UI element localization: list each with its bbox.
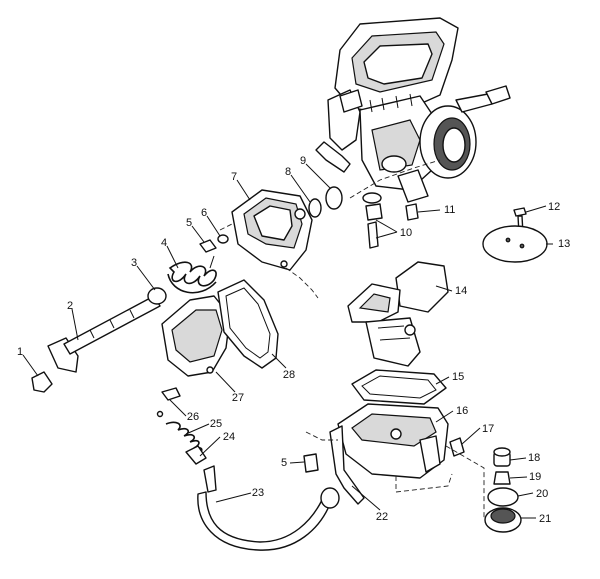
callout-17: 17 (482, 423, 494, 435)
throttle-shaft-2 (47, 295, 161, 373)
callout-28: 28 (283, 369, 295, 381)
callout-25: 25 (210, 418, 222, 430)
knob-1 (31, 371, 53, 393)
callout-1: 1 (17, 346, 23, 358)
bowl-plug-21 (484, 507, 522, 533)
callout-2: 2 (67, 300, 73, 312)
alignment-lines (219, 159, 485, 520)
washer-3 (147, 287, 167, 305)
callout-19: 19 (529, 471, 541, 483)
callout-3: 3 (131, 257, 137, 269)
callout-5: 5 (186, 217, 192, 229)
float-bowl-16 (337, 403, 449, 479)
o-ring-20 (487, 487, 519, 507)
jet-19 (493, 471, 511, 485)
callout-13: 13 (558, 238, 570, 250)
tube-22 (329, 425, 365, 505)
o-ring-8 (308, 198, 322, 218)
screw-5-lower (303, 453, 319, 473)
top-cover-housing (231, 189, 313, 271)
jet-assembly-10 (362, 192, 383, 249)
callout-26: 26 (187, 411, 199, 423)
cover-27 (161, 295, 231, 377)
callout-8: 8 (285, 166, 291, 178)
callout-15: 15 (452, 371, 464, 383)
callout-4: 4 (161, 237, 167, 249)
needle-24 (185, 445, 207, 465)
hose-23 (197, 465, 340, 551)
callout-14: 14 (455, 285, 467, 297)
callout-12: 12 (548, 201, 560, 213)
screw-5 (199, 239, 217, 253)
callout-11: 11 (444, 204, 455, 216)
callout-6: 6 (201, 207, 207, 219)
drain-screw-17 (449, 437, 465, 457)
callout-27: 27 (232, 392, 244, 404)
bowl-gasket-15 (351, 369, 447, 405)
callout-18: 18 (528, 452, 540, 464)
callout-10: 10 (400, 227, 412, 239)
callout-7: 7 (231, 171, 237, 183)
plate-13 (482, 225, 548, 263)
callout-21: 21 (539, 513, 551, 525)
callout-22: 22 (376, 511, 388, 523)
callout-labels: 1 2 3 4 5 6 7 8 9 10 11 12 13 14 15 16 1… (17, 155, 570, 525)
vent-fitting (315, 141, 351, 173)
leader-lines (22, 163, 553, 519)
float-14 (347, 261, 449, 367)
callout-5-lower: 5 (281, 457, 287, 469)
callout-24: 24 (223, 431, 235, 443)
callout-16: 16 (456, 405, 468, 417)
spring-4 (167, 255, 217, 294)
screw-26 (161, 387, 181, 401)
o-ring-9 (325, 186, 343, 210)
screw-11 (405, 203, 419, 221)
callout-9: 9 (300, 155, 306, 167)
callout-23: 23 (252, 487, 264, 499)
washer-6 (217, 234, 229, 244)
callout-20: 20 (536, 488, 548, 500)
plug-18 (493, 447, 511, 467)
carburetor-body (327, 17, 511, 203)
